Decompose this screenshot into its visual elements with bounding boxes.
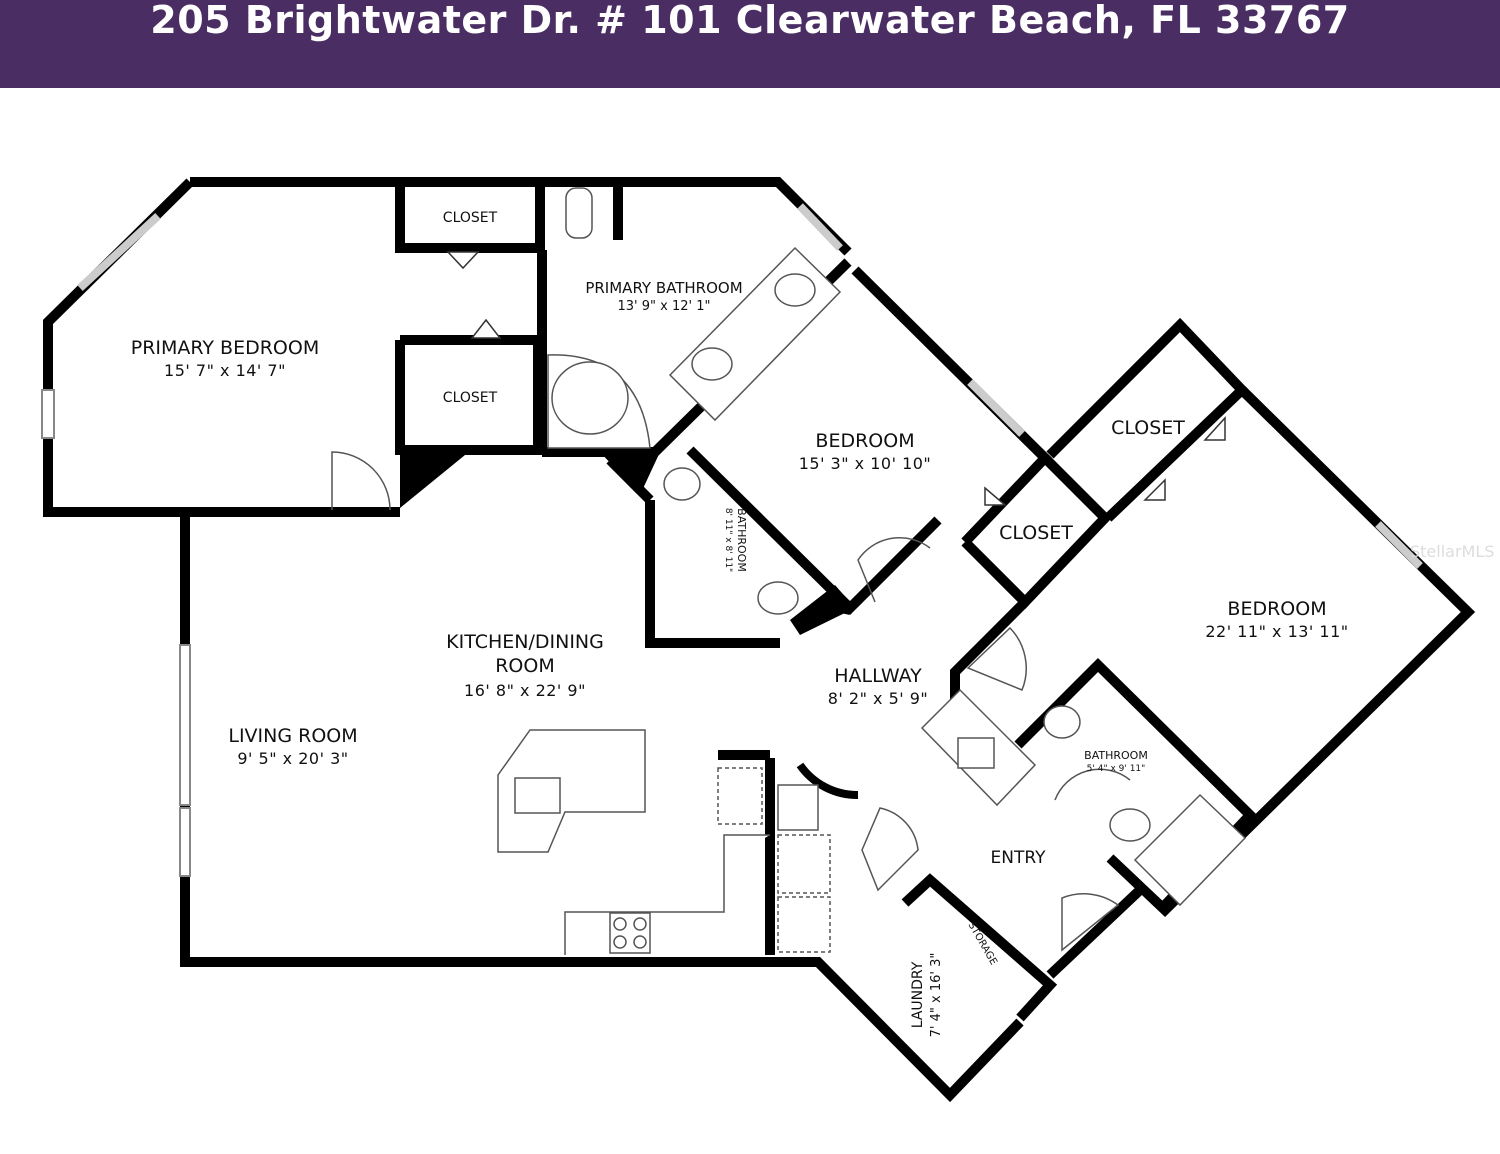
window-bedroom3 — [1375, 521, 1423, 569]
doors — [331, 451, 1120, 952]
wall-bedroom2 — [851, 266, 1053, 546]
kitchen-counter — [564, 834, 770, 955]
door-closet-b3-1 — [1203, 416, 1226, 441]
label-primary-bath: PRIMARY BATHROOM — [585, 279, 742, 297]
label-bedroom2: BEDROOM — [815, 430, 914, 452]
dims-bedroom2: 15' 3" x 10' 10" — [799, 454, 932, 473]
wall-storage — [1046, 886, 1144, 979]
burner-2 — [633, 917, 647, 931]
door-closet-b2 — [984, 486, 1008, 506]
label-bedroom3: BEDROOM — [1227, 598, 1326, 620]
tub-basin — [551, 361, 629, 435]
door-primary-bedroom — [331, 451, 391, 511]
laundry-sink — [777, 784, 819, 831]
listing-address-title: 205 Brightwater Dr. # 101 Clearwater Bea… — [150, 0, 1350, 42]
washer — [777, 834, 831, 894]
label-laundry: LAUNDRY — [910, 961, 926, 1028]
label-closet-top: CLOSET — [443, 210, 498, 226]
label-bath3: BATHROOM — [1084, 749, 1148, 762]
label-closet-b3: CLOSET — [1111, 417, 1185, 439]
dims-kitchen: 16' 8" x 22' 9" — [464, 681, 586, 700]
bathtub-bath3 — [1133, 793, 1247, 907]
sink-bath3 — [1109, 808, 1151, 842]
toilet-primary — [565, 187, 593, 239]
burner-3 — [613, 935, 627, 949]
dims-bedroom3: 22' 11" x 13' 11" — [1205, 622, 1348, 641]
label-hallway: HALLWAY — [834, 665, 922, 687]
sink-small-bath — [757, 581, 799, 615]
closet-doors — [446, 251, 1226, 506]
door-closet-mid — [470, 318, 502, 339]
windows — [41, 203, 1423, 877]
fixtures — [497, 187, 1247, 955]
door-bedroom2 — [857, 537, 931, 603]
wall-small-bath — [645, 500, 780, 648]
label-kitchen-line2: ROOM — [495, 655, 555, 677]
door-closet-top — [446, 251, 480, 270]
wall-primary-bedroom-outer — [190, 177, 852, 256]
wall-curve-hall — [798, 606, 851, 623]
door-bath3 — [1054, 768, 1131, 801]
wall-closet-top — [395, 182, 538, 253]
window-living-1 — [179, 644, 191, 806]
dims-bath3: 5' 4" x 9' 11" — [1087, 764, 1146, 774]
sink-primary-1 — [774, 273, 816, 307]
window-primary-nw — [77, 213, 161, 291]
toilet-small-bath — [663, 467, 701, 501]
label-entry: ENTRY — [991, 848, 1047, 868]
wall-living-outer — [180, 515, 1024, 1103]
burner-4 — [633, 935, 647, 949]
window-primary-west — [41, 389, 55, 439]
label-primary-bedroom: PRIMARY BEDROOM — [131, 337, 319, 359]
vanity-primary — [668, 246, 842, 422]
dims-hallway: 8' 2" x 5' 9" — [828, 689, 929, 708]
wall-closet-b3 — [1046, 317, 1250, 522]
wall-bedroom3 — [1106, 386, 1476, 917]
label-small-bath: BATHROOM — [735, 508, 748, 572]
room-labels: PRIMARY BEDROOM 15' 7" x 14' 7" CLOSET C… — [131, 210, 1348, 1038]
dryer — [777, 896, 831, 953]
door-entry — [1061, 893, 1120, 952]
door-bedroom3 — [966, 626, 1027, 691]
door-closet-b3-2 — [1143, 478, 1166, 501]
sink-primary-2 — [691, 347, 733, 381]
dims-laundry: 7' 4" x 16' 3" — [929, 953, 944, 1038]
watermark-logo: StellarMLS — [1410, 542, 1495, 561]
wall-wedge-bath — [600, 452, 660, 495]
label-kitchen-line1: KITCHEN/DINING — [446, 631, 604, 653]
dims-primary-bedroom: 15' 7" x 14' 7" — [164, 361, 286, 380]
label-living: LIVING ROOM — [228, 725, 357, 747]
label-closet-mid: CLOSET — [443, 390, 498, 406]
label-closet-b2: CLOSET — [999, 522, 1073, 544]
burner-1 — [613, 917, 627, 931]
wall-wedge-living — [400, 455, 465, 508]
wall-laundry — [901, 873, 1058, 1022]
wall-closet-b2 — [961, 454, 1112, 610]
dims-small-bath: 8' 11" x 8' 11" — [723, 508, 733, 572]
toilet-bath3 — [1043, 705, 1081, 739]
window-primary-bath — [797, 203, 843, 251]
window-bedroom2 — [967, 379, 1025, 437]
fridge-outline — [717, 767, 763, 825]
dims-living: 9' 5" x 20' 3" — [237, 749, 348, 768]
dims-primary-bath: 13' 9" x 12' 1" — [618, 299, 711, 314]
listing-header: 205 Brightwater Dr. # 101 Clearwater Bea… — [0, 0, 1500, 88]
wall-curve-entry — [796, 762, 859, 800]
window-living-2 — [179, 807, 191, 877]
door-laundry — [861, 807, 919, 892]
kitchen-sink — [514, 777, 561, 814]
sink-hallway — [957, 737, 995, 769]
kitchen-island — [497, 729, 646, 853]
